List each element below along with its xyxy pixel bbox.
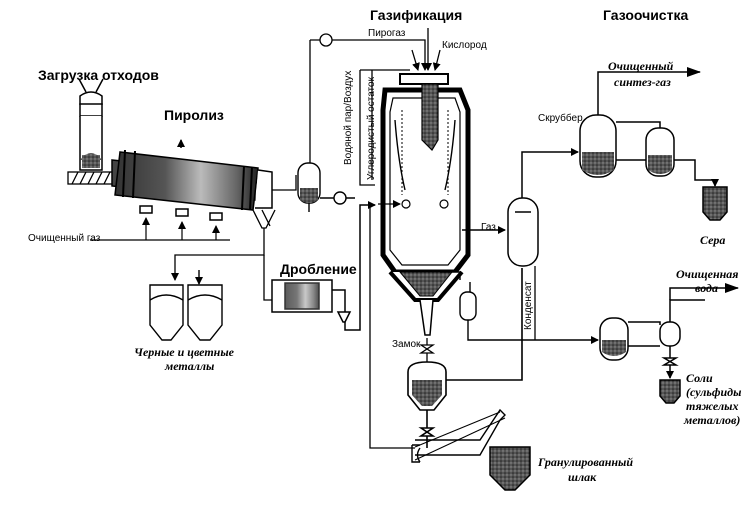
metals-label-2: металлы <box>165 359 215 373</box>
gasifier-gas-outlet <box>459 226 599 344</box>
pyrolysis-header: Пиролиз <box>164 107 224 123</box>
scrubber-label: Скруббер <box>538 113 583 124</box>
synthesis-gas-label-1: Очищенный <box>608 59 674 73</box>
water-treatment <box>599 283 739 404</box>
purified-water-label-1: Очищенная <box>676 267 739 281</box>
slag-label-1: Гранулированный <box>538 455 634 469</box>
salts-label-1: Соли <box>686 371 713 385</box>
carbon-residue-label: Углеродистый остаток <box>366 77 377 180</box>
slag-lock-hopper <box>407 268 523 448</box>
purified-gas-feed <box>90 217 230 241</box>
pyrolysis-outlet <box>171 175 297 301</box>
metals-label-1: Черные и цветные <box>134 345 234 359</box>
lock-valve <box>418 338 436 365</box>
oxygen-label: Кислород <box>442 40 487 51</box>
condensate-label: Конденсат <box>523 281 534 330</box>
slag-bin <box>489 446 531 491</box>
sulfur-bin <box>702 186 728 221</box>
salts-label-4: металлов) <box>684 413 741 427</box>
gas-label: Газ <box>481 222 496 233</box>
gas-condenser <box>297 162 355 212</box>
gasifier <box>378 73 471 336</box>
salts-label-2: (сульфиды <box>686 385 742 399</box>
pyrogas-label: Пирогаз <box>368 28 406 39</box>
scrubber-2 <box>616 127 719 187</box>
crusher <box>271 201 376 331</box>
scrubber-1 <box>579 67 701 178</box>
steam-carbon-lines <box>359 69 415 449</box>
waste-hopper <box>78 78 104 171</box>
purified-gas-label: Очищенный газ <box>28 233 101 244</box>
crushing-header: Дробление <box>280 261 357 277</box>
steam-air-label: Водяной пар/Воздух <box>343 70 354 165</box>
sulfur-label: Сера <box>700 233 726 247</box>
pyrolysis-kiln <box>111 139 273 221</box>
purified-water-label-2: вода <box>695 281 718 295</box>
slag-label-2: шлак <box>568 470 597 484</box>
slag-conveyor <box>411 408 506 463</box>
gasification-header: Газификация <box>370 7 463 23</box>
separator <box>507 148 579 267</box>
metals-bins <box>149 270 223 341</box>
waste-loading-header: Загрузка отходов <box>38 67 159 83</box>
gas-cleaning-header: Газоочистка <box>603 7 689 23</box>
pyrogas-line <box>309 28 441 165</box>
salts-label-3: тяжелых <box>686 399 739 413</box>
lock-label: Замок <box>392 339 421 350</box>
synthesis-gas-label-2: синтез-газ <box>614 75 671 89</box>
